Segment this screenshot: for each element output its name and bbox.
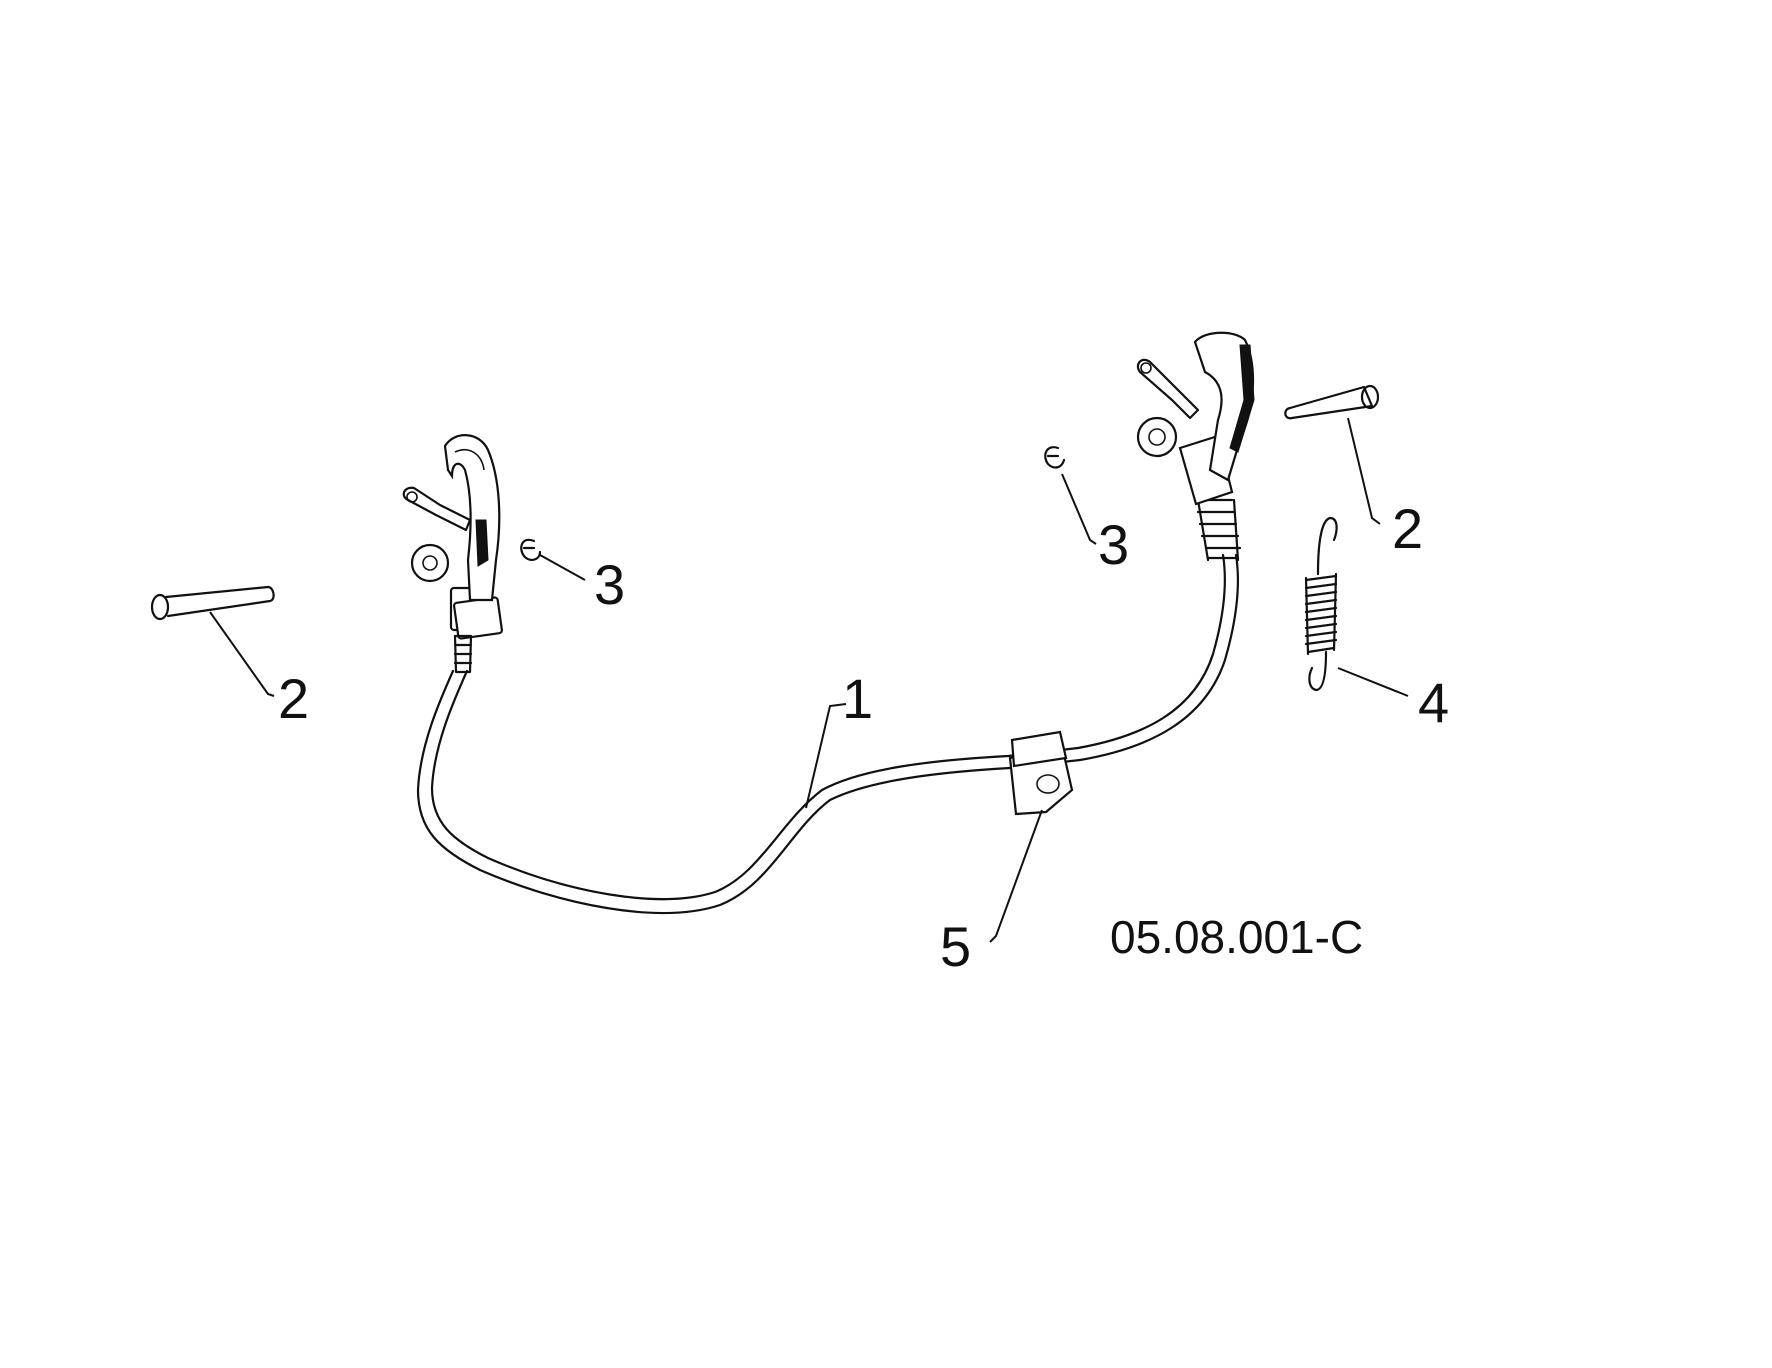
extension-spring [1304,516,1338,692]
leader-5 [989,809,1043,943]
e-clip-left [520,538,542,562]
cable-outer-line [416,553,1239,914]
left-eyelet-hole [406,491,418,503]
left-roller [410,543,450,583]
left-clevis-block [452,596,504,640]
callout-4: 4 [1418,671,1449,734]
leader-2-left [209,611,275,697]
cable-left-end-fitting [402,434,504,674]
left-threaded-end [453,634,473,674]
right-spring-coils [1196,498,1242,560]
cable-inner-line [430,553,1226,901]
leader-3-right [1061,473,1097,545]
pin-left [150,585,275,621]
callout-2-right: 2 [1392,497,1423,560]
cable-bracket [1008,730,1074,816]
right-spring-sides [1196,498,1240,562]
left-hook-inner-edge [454,448,485,471]
bracket-top-tab [1010,730,1068,768]
spring-bottom-hook [1308,650,1328,692]
right-eyelet-link [1136,358,1200,420]
leader-3-left [539,554,586,581]
drawing-code: 05.08.001-C [1110,911,1363,963]
leader-2-right [1347,417,1381,525]
leader-4 [1337,667,1409,697]
right-lever-edge [1229,344,1255,453]
cable-right-end-fitting [1136,331,1255,562]
left-lever-shadow [475,519,489,567]
callout-5: 5 [940,915,971,978]
left-eyelet-link [402,486,472,532]
callout-3-right: 3 [1098,513,1129,576]
left-roller-hole [422,555,438,571]
pin-right [1284,384,1380,420]
spring-top-hook [1316,516,1338,576]
e-clip-right [1044,446,1066,469]
pin-left-shaft [164,585,275,618]
bracket-hole [1036,774,1060,794]
spring-coils [1304,572,1338,656]
leader-1 [805,703,847,809]
callout-3-left: 3 [594,553,625,616]
pin-right-shaft [1284,385,1374,420]
e-clip-left-shape [520,538,542,562]
e-clip-right-shape [1044,446,1066,469]
right-eyelet-hole [1140,362,1152,374]
callout-2-left: 2 [278,667,309,730]
callout-1: 1 [842,667,873,730]
left-hook-lever [443,434,501,602]
right-roller-hole [1148,428,1166,446]
right-roller [1136,416,1178,458]
cable-assembly [402,331,1255,914]
pin-left-head [150,593,170,621]
